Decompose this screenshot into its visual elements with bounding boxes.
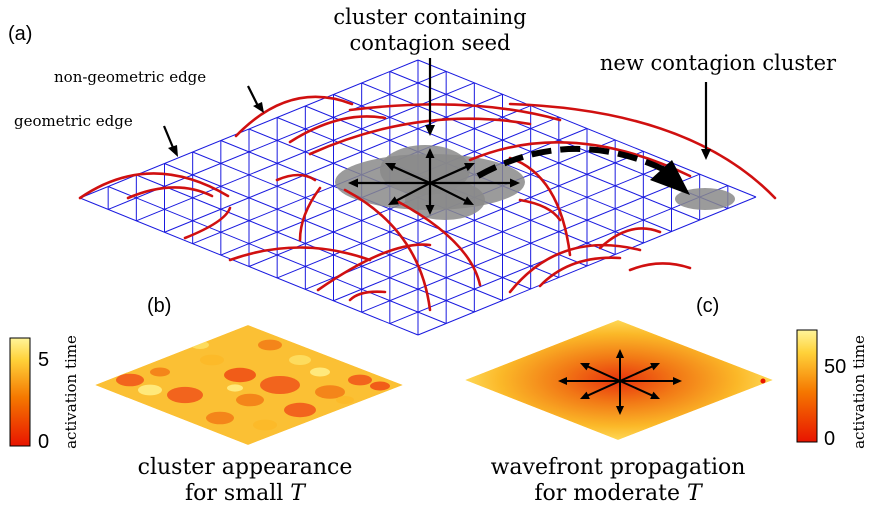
heatmap-patch bbox=[258, 339, 282, 351]
spread-arrowhead bbox=[580, 391, 590, 399]
panel-b-caption-line1: cluster appearance bbox=[138, 455, 353, 480]
heatmap-patch bbox=[289, 355, 311, 365]
panel-b-heatmap bbox=[95, 325, 403, 445]
panel-c-colorbar-label: activation time bbox=[850, 335, 868, 449]
panel-a-label: (a) bbox=[8, 23, 32, 45]
seed-spread-arrows bbox=[348, 148, 520, 215]
non-geometric-edge-label: non-geometric edge bbox=[54, 68, 206, 86]
panel-c-caption-line2: for moderate T bbox=[534, 481, 704, 506]
spread-arrowhead bbox=[388, 196, 399, 205]
heatmap-patch bbox=[284, 402, 316, 418]
dashed-path-arrowhead bbox=[650, 160, 690, 195]
panel-c-tick-low: 0 bbox=[824, 428, 835, 450]
heatmap-patch bbox=[224, 367, 256, 383]
spread-arrowhead bbox=[615, 349, 625, 358]
spread-arrowhead bbox=[615, 406, 625, 415]
new-cluster-label: new contagion cluster bbox=[600, 51, 837, 75]
spread-arrow bbox=[619, 364, 656, 382]
spread-arrowhead bbox=[385, 162, 396, 172]
heatmap-patch bbox=[206, 411, 234, 425]
spread-arrowhead bbox=[673, 376, 682, 386]
heatmap-patch bbox=[138, 384, 162, 396]
seed-cluster-label-line1: cluster containing bbox=[333, 5, 526, 29]
panel-b-colorbar-label: activation time bbox=[62, 335, 80, 449]
panel-b-colorbar bbox=[9, 337, 31, 447]
geometric-edge-label: geometric edge bbox=[14, 112, 133, 130]
spread-arrowhead bbox=[510, 178, 520, 188]
heatmap-patch bbox=[236, 393, 264, 407]
dashed-contagion-path bbox=[476, 145, 667, 179]
heatmap-patch bbox=[348, 374, 372, 386]
heatmap-patch bbox=[315, 385, 345, 399]
new-contagion-cluster bbox=[675, 188, 735, 210]
heatmap-patch bbox=[167, 386, 203, 404]
heatmap-patch bbox=[200, 354, 224, 366]
panel-b-tick-low: 0 bbox=[38, 431, 49, 453]
heatmap-patch bbox=[370, 381, 390, 391]
panel-c-seed-dot bbox=[760, 378, 766, 384]
spread-arrowhead bbox=[580, 363, 590, 371]
panel-b-label: (b) bbox=[147, 295, 171, 317]
spread-arrow bbox=[584, 380, 621, 398]
spread-arrowhead bbox=[425, 205, 435, 215]
heatmap-patch bbox=[116, 373, 144, 387]
heatmap-patch bbox=[253, 419, 277, 431]
non-geometric-edges bbox=[78, 95, 777, 312]
panel-c-tick-high: 50 bbox=[824, 356, 846, 378]
spread-arrow bbox=[390, 164, 431, 185]
panel-b-tick-high: 5 bbox=[38, 349, 49, 371]
spread-arrow bbox=[584, 364, 621, 382]
seed-cluster-label-line2: contagion seed bbox=[350, 31, 511, 55]
panel-c-caption-line1: wavefront propagation bbox=[491, 455, 746, 480]
annotation-arrows bbox=[162, 58, 711, 160]
spread-arrowhead bbox=[650, 363, 660, 371]
spread-arrow bbox=[392, 182, 431, 204]
spread-arrowhead bbox=[463, 196, 474, 205]
spread-arrow bbox=[429, 164, 470, 185]
spread-arrow bbox=[619, 380, 656, 398]
spread-arrowhead bbox=[650, 391, 660, 399]
spread-arrowhead bbox=[348, 178, 358, 188]
panel-c-colorbar bbox=[796, 329, 818, 443]
heatmap-patch bbox=[191, 340, 209, 350]
panel-b-caption-line2: for small T bbox=[185, 481, 307, 506]
heatmap-patch bbox=[260, 376, 300, 394]
heatmap-patch bbox=[310, 367, 330, 377]
spread-arrow bbox=[429, 182, 470, 204]
spread-arrowhead bbox=[425, 148, 435, 158]
spread-arrowhead bbox=[464, 162, 475, 172]
spread-arrowhead bbox=[558, 376, 567, 386]
wavefront-arrows bbox=[558, 349, 682, 415]
panel-c-label: (c) bbox=[696, 295, 719, 317]
heatmap-patch bbox=[336, 395, 354, 405]
heatmap-patch bbox=[227, 384, 243, 392]
heatmap-patch bbox=[150, 367, 170, 377]
